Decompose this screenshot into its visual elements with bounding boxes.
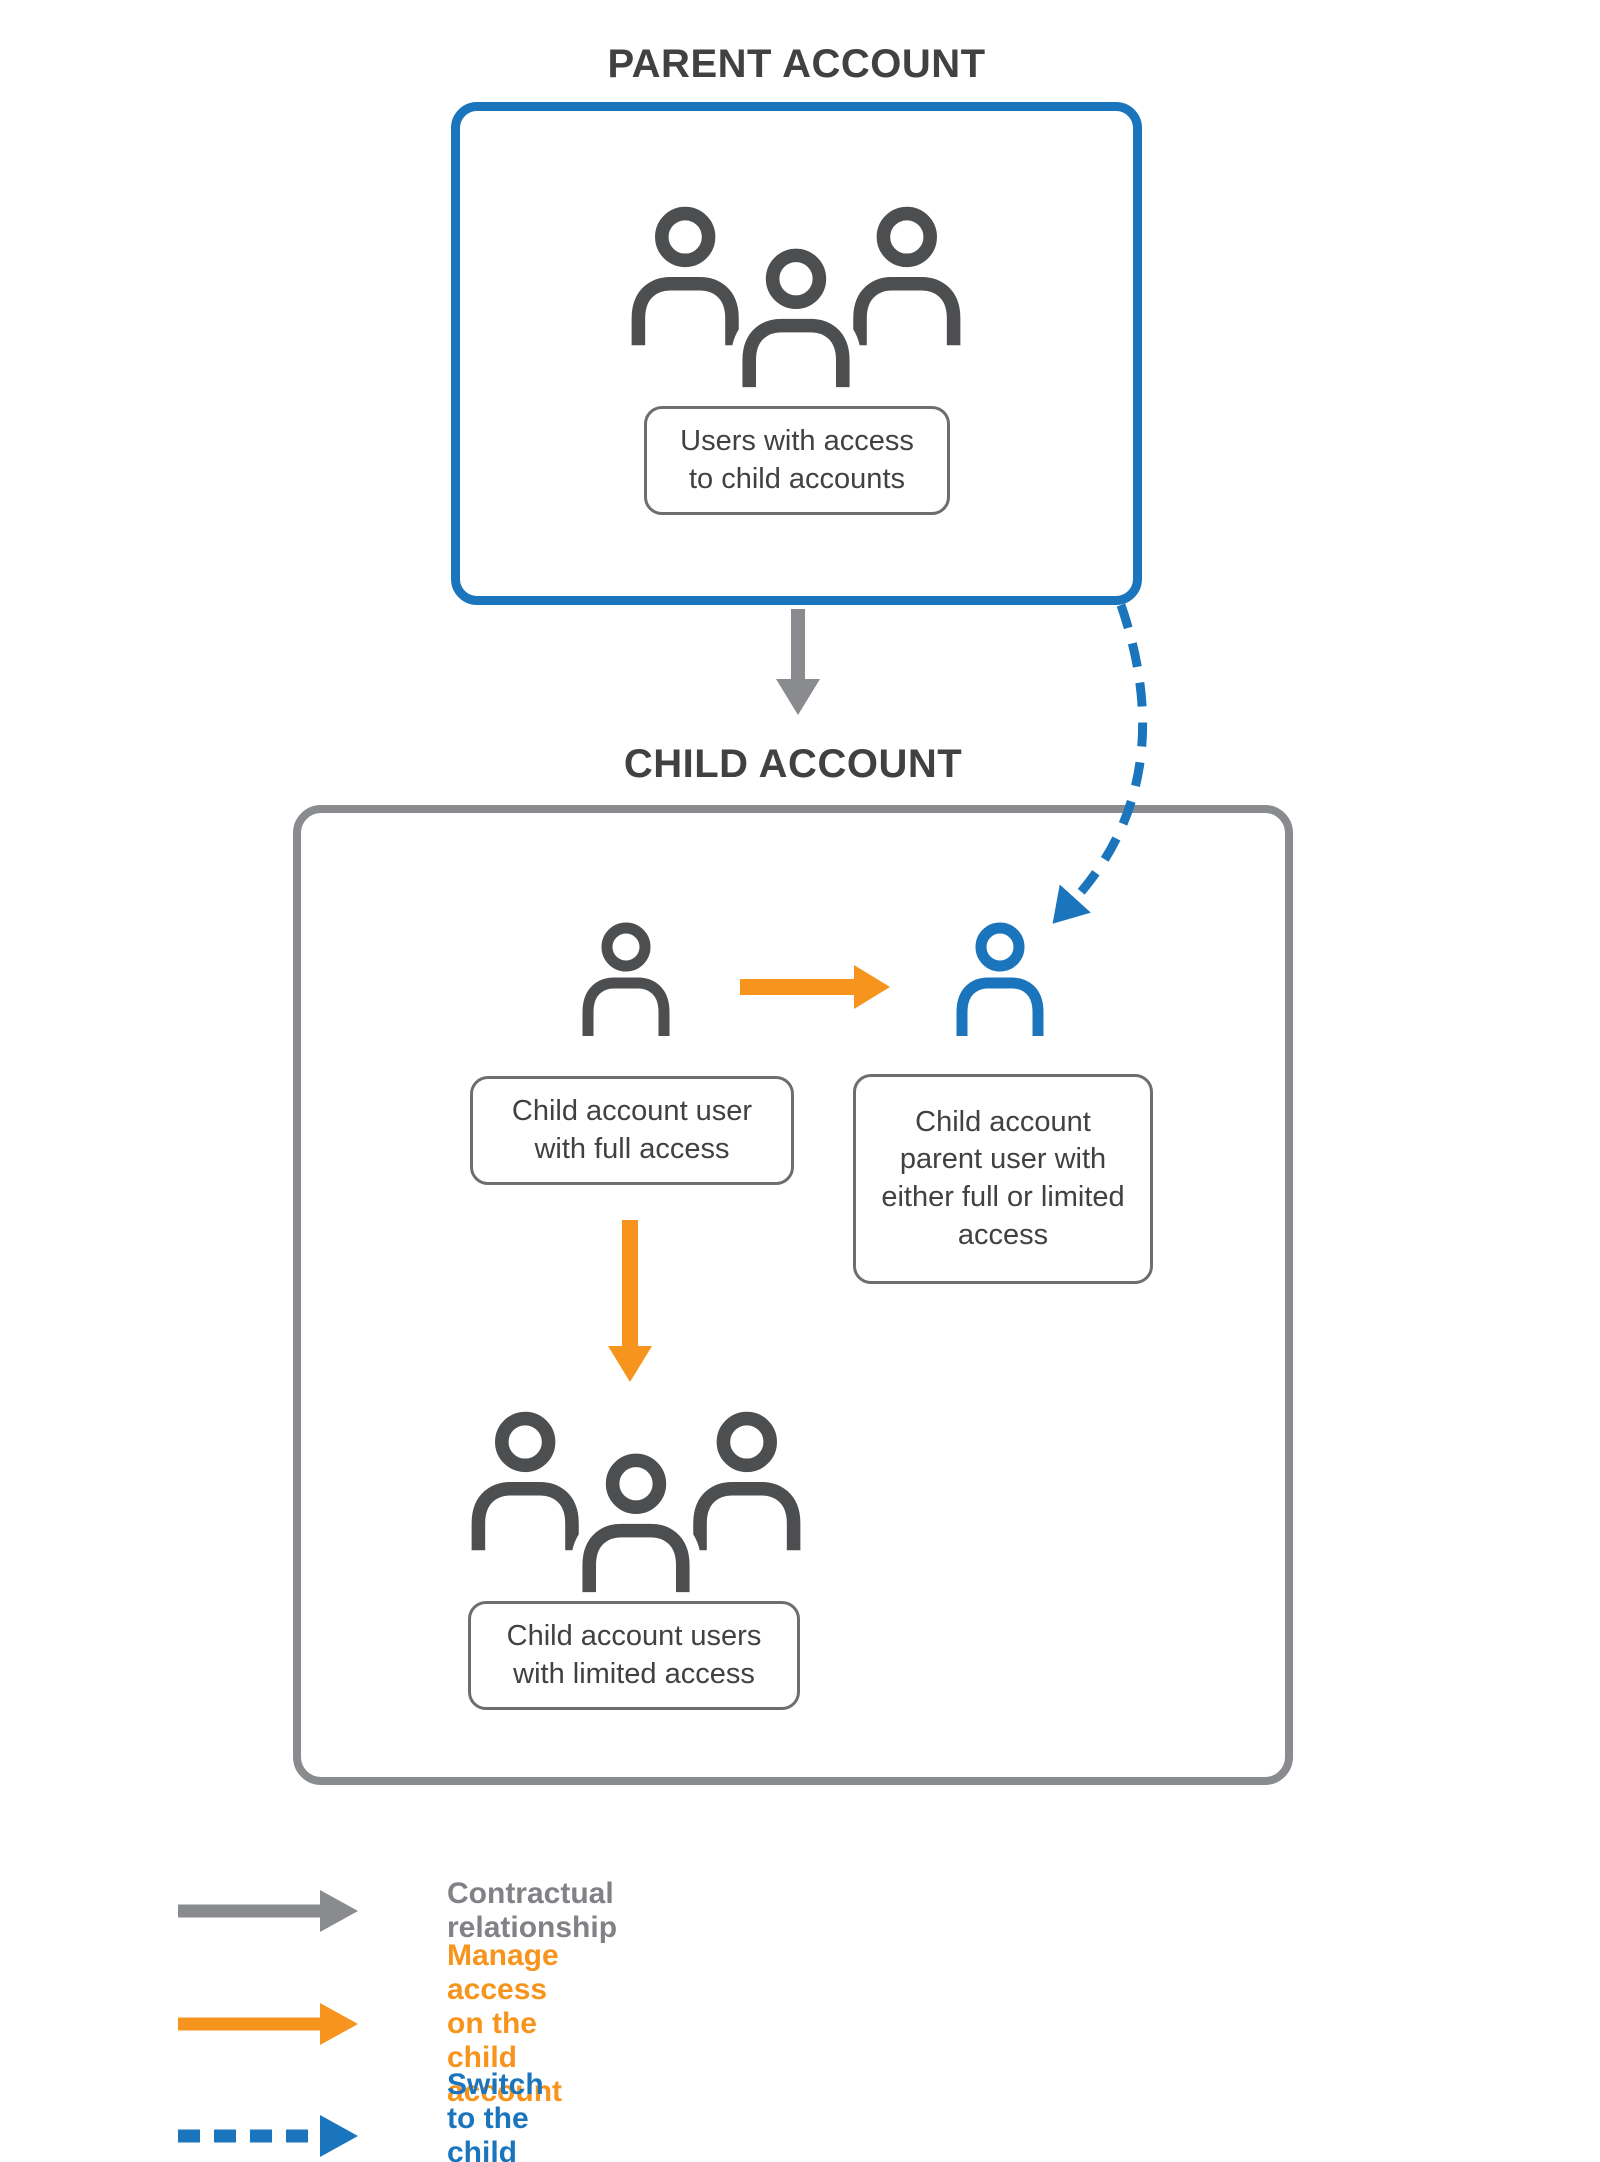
child-account-title: CHILD ACCOUNT (623, 742, 963, 786)
legend-manage-access-label: Manage access on the child account (447, 1939, 563, 2108)
switch-to-child-dashed-arrow (1052, 603, 1148, 924)
parent-users-label: Users with access to child accounts (644, 406, 950, 516)
legend-contractual-label: Contractual relationship (447, 1877, 618, 1944)
legend-switch-account-label: Switch to the child account (447, 2068, 544, 2162)
child-limited-access-label: Child account users with limited access (468, 1601, 800, 1711)
legend-blue-dashed-arrow-icon (178, 2115, 358, 2157)
parent-users-group-icon (631, 206, 961, 388)
child-parent-user-icon (956, 922, 1044, 1036)
legend-gray-arrow-icon (178, 1890, 358, 1932)
limited-users-group-icon (471, 1411, 801, 1593)
manage-access-arrow-down (608, 1220, 652, 1382)
legend-orange-arrow-icon (178, 2003, 358, 2045)
contractual-relationship-arrow (776, 609, 820, 715)
child-parent-user-label: Child account parent user with either fu… (853, 1074, 1153, 1284)
parent-account-title: PARENT ACCOUNT (607, 42, 986, 86)
manage-access-arrow-right (740, 965, 890, 1009)
child-full-access-label: Child account user with full access (470, 1076, 794, 1186)
child-full-access-user-icon (582, 922, 670, 1036)
